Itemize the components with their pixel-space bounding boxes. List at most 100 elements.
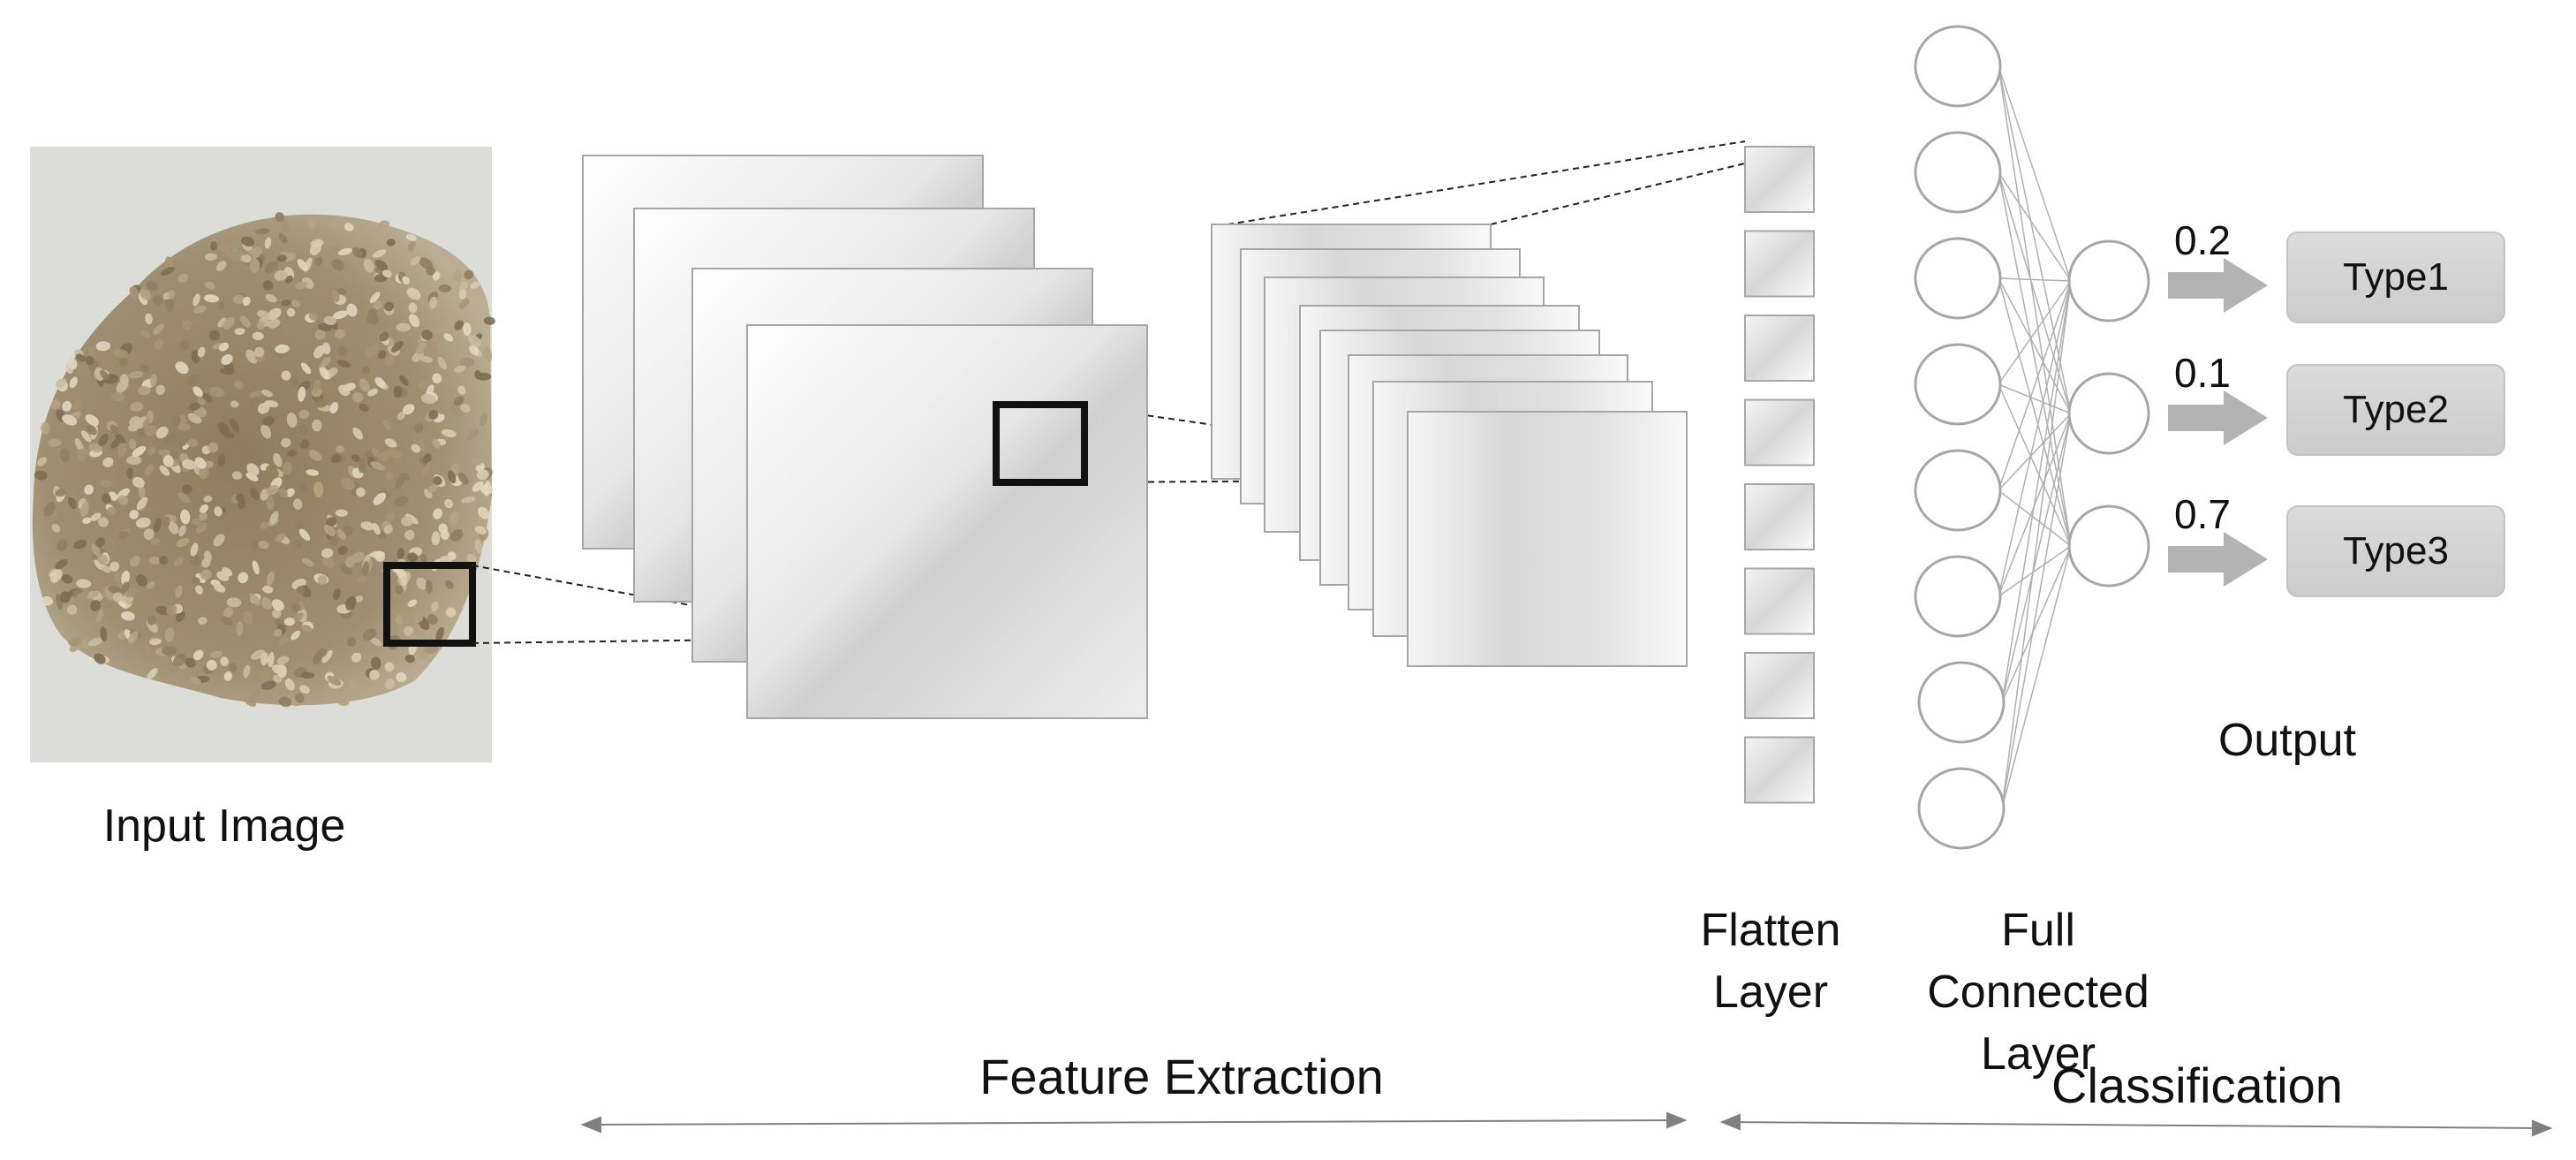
- bean: [399, 375, 409, 386]
- bean: [452, 270, 463, 282]
- bean: [190, 677, 201, 685]
- bean: [84, 484, 94, 495]
- bean: [335, 329, 345, 339]
- bean: [223, 607, 234, 618]
- fc-node: [1914, 555, 2002, 638]
- bean: [155, 426, 169, 439]
- bean: [416, 345, 424, 355]
- bean: [87, 424, 97, 436]
- bean: [271, 599, 284, 611]
- bean: [149, 374, 157, 387]
- fc-label-line-1: Full: [2001, 905, 2075, 956]
- input-image-label: Input Image: [103, 800, 346, 852]
- bean: [146, 280, 158, 291]
- bean: [162, 646, 178, 656]
- bean: [229, 663, 238, 673]
- bean: [366, 314, 376, 324]
- bean: [266, 465, 279, 479]
- bean: [111, 391, 125, 402]
- bean: [351, 454, 361, 463]
- bean: [168, 521, 179, 535]
- bean: [236, 621, 244, 637]
- output-node: [2067, 372, 2150, 455]
- bean: [191, 577, 200, 584]
- bean: [246, 463, 260, 476]
- bean: [295, 693, 305, 703]
- bean: [332, 588, 341, 601]
- bean: [262, 416, 276, 426]
- bean: [431, 438, 442, 449]
- fc-node: [1914, 343, 2002, 426]
- fc-label-line-2: Connected: [1927, 967, 2149, 1018]
- bean: [239, 315, 252, 328]
- bean: [99, 369, 110, 381]
- bean: [438, 523, 449, 534]
- flatten-cell: [1744, 567, 1815, 635]
- bean: [209, 386, 225, 398]
- bean: [203, 294, 220, 303]
- fc-layer-nodes: [1914, 25, 2006, 850]
- bean: [261, 652, 268, 666]
- bean: [426, 384, 434, 397]
- bean: [295, 520, 305, 531]
- fc-connection: [1998, 383, 2072, 414]
- bean: [66, 604, 78, 615]
- bean: [424, 645, 439, 654]
- bean: [50, 399, 61, 410]
- bean: [246, 473, 259, 481]
- bean: [309, 241, 321, 255]
- bean: [189, 554, 201, 566]
- bean: [171, 415, 181, 426]
- bean: [287, 450, 298, 457]
- output-probability-3: 0.7: [2174, 491, 2231, 537]
- bean: [201, 558, 211, 568]
- bean: [384, 679, 396, 690]
- bean: [395, 585, 404, 595]
- bean: [444, 498, 454, 509]
- bean: [59, 591, 71, 603]
- bean: [248, 396, 259, 409]
- bean: [229, 418, 240, 433]
- bean: [155, 384, 166, 395]
- bean: [262, 280, 274, 291]
- feature-map: [1407, 411, 1688, 667]
- classification-span-arrow: [1719, 1113, 2553, 1137]
- bean: [264, 399, 279, 408]
- bean: [411, 444, 421, 453]
- bean: [144, 425, 158, 436]
- bean: [385, 512, 396, 522]
- flatten-cell: [1744, 736, 1815, 804]
- bean: [341, 478, 355, 490]
- bean: [321, 557, 336, 568]
- bean: [329, 218, 343, 228]
- bean: [331, 454, 342, 464]
- bean: [154, 338, 164, 350]
- bean: [175, 585, 183, 599]
- fc-connection: [2001, 545, 2072, 809]
- bean: [231, 471, 243, 481]
- bean: [414, 423, 424, 433]
- fc-label-line-3: Layer: [1981, 1028, 2096, 1080]
- bean: [185, 657, 196, 668]
- bean: [117, 495, 129, 505]
- bean: [464, 269, 474, 280]
- bean: [298, 528, 311, 542]
- bean: [433, 476, 442, 485]
- bean: [369, 550, 385, 558]
- bean: [254, 228, 270, 235]
- bean: [242, 610, 253, 625]
- bean: [251, 538, 259, 552]
- bean: [147, 668, 158, 680]
- bean: [381, 269, 392, 278]
- bean: [402, 276, 410, 285]
- arrowhead-right: [1666, 1111, 1688, 1129]
- bean: [428, 296, 438, 309]
- bean: [264, 261, 278, 274]
- bean: [121, 581, 130, 594]
- bean: [345, 556, 356, 568]
- bean: [449, 529, 464, 542]
- bean: [469, 345, 480, 356]
- bean: [373, 492, 387, 505]
- bean: [178, 491, 191, 504]
- output-node: [2067, 504, 2150, 588]
